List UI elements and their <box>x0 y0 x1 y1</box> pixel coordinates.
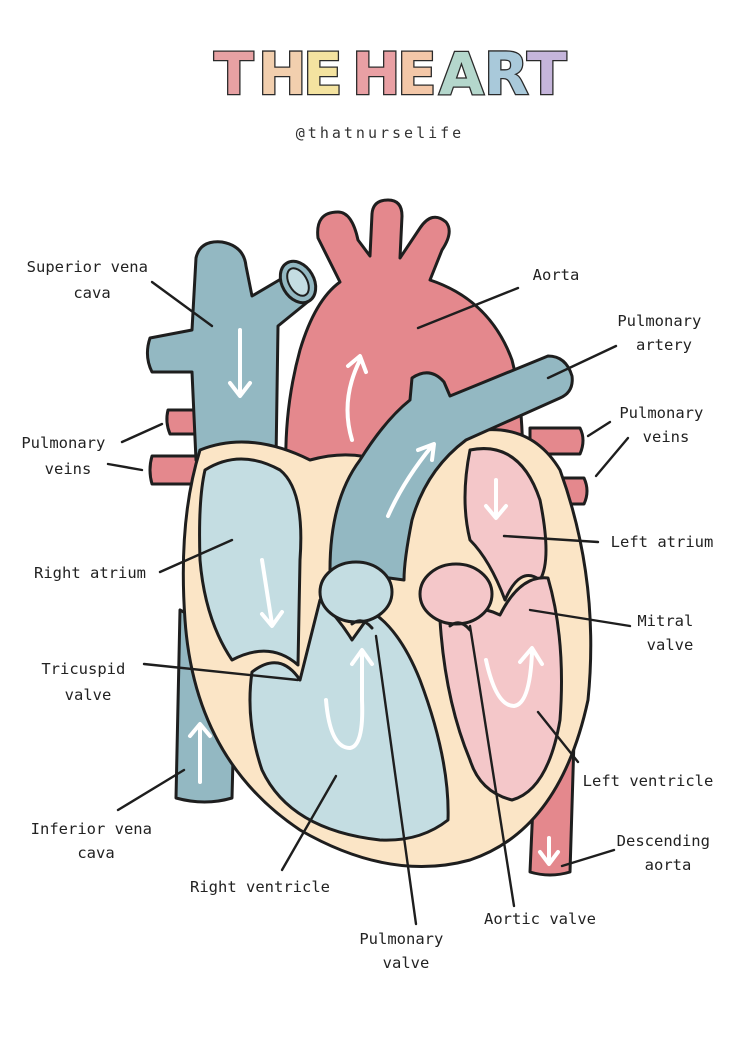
title: T H E H E A R T <box>213 39 571 110</box>
leader-lines <box>106 280 632 926</box>
left-atrium-chamber <box>463 447 548 602</box>
valve-cusp <box>448 621 472 632</box>
flow-arrow <box>538 836 560 866</box>
leader-line <box>468 624 516 908</box>
leader-line <box>280 774 338 872</box>
leader-line <box>120 422 164 444</box>
superior-vena-cava-vessel <box>145 240 312 462</box>
leader-line <box>586 420 612 438</box>
leader-line <box>502 534 600 544</box>
labels: Superior vena cava Aorta Pulmonary arter… <box>21 258 720 972</box>
heart-illustration <box>145 198 593 877</box>
pulmonary-valve-ring <box>318 560 394 624</box>
leader-line <box>560 848 616 868</box>
superior-vena-cava-opening-inner <box>286 267 310 297</box>
flow-arrow <box>228 328 252 398</box>
title-letter: T <box>214 40 258 108</box>
label-left-atrium: Left atrium <box>611 533 714 551</box>
title-letter: E <box>397 40 441 108</box>
flow-arrow <box>484 646 544 708</box>
label-tricuspid-valve: Tricuspid valve <box>41 660 134 704</box>
flow-arrow <box>484 478 508 520</box>
title-letter: R <box>484 40 533 108</box>
flow-arrow <box>386 442 436 518</box>
leader-line <box>416 286 520 330</box>
label-left-ventricle: Left ventricle <box>583 772 714 790</box>
label-descending-aorta: Descending aorta <box>617 832 720 874</box>
leader-line <box>106 462 144 472</box>
leader-line <box>528 608 632 628</box>
leader-line <box>536 710 580 764</box>
label-superior-vena-cava: Superior vena cava <box>27 258 158 302</box>
leader-line <box>594 436 630 478</box>
leader-line <box>150 280 214 328</box>
label-pulmonary-artery: Pulmonary artery <box>617 312 710 354</box>
author-handle: @thatnurselife <box>296 124 464 142</box>
leader-line <box>142 662 300 682</box>
label-right-ventricle: Right ventricle <box>190 878 330 896</box>
leader-line <box>374 634 418 926</box>
label-mitral-valve: Mitral valve <box>637 612 702 654</box>
label-aortic-valve: Aortic valve <box>484 910 596 928</box>
label-inferior-vena-cava: Inferior vena cava <box>31 820 162 862</box>
valve-cusp <box>350 619 374 630</box>
title-letter: E <box>303 40 347 108</box>
title-letter: H <box>352 40 405 108</box>
label-right-atrium: Right atrium <box>34 564 146 582</box>
right-atrium-chamber <box>198 457 303 667</box>
title-letter: A <box>439 40 488 108</box>
leader-line <box>158 538 234 574</box>
leader-line <box>546 344 618 380</box>
title-letter: T <box>527 40 571 108</box>
pulmonary-artery-vessel <box>328 354 574 582</box>
label-pulmonary-veins-left: Pulmonary veins <box>21 434 114 478</box>
leader-line <box>116 768 186 812</box>
flow-arrow <box>324 648 374 750</box>
label-pulmonary-veins-right: Pulmonary veins <box>619 404 712 446</box>
title-letter: H <box>258 40 311 108</box>
flow-arrow <box>345 354 368 442</box>
flow-arrow <box>188 722 212 738</box>
flow-arrow <box>260 558 284 628</box>
label-aorta: Aorta <box>533 266 580 284</box>
aortic-valve-ring <box>418 562 494 626</box>
label-pulmonary-valve: Pulmonary valve <box>359 930 452 972</box>
